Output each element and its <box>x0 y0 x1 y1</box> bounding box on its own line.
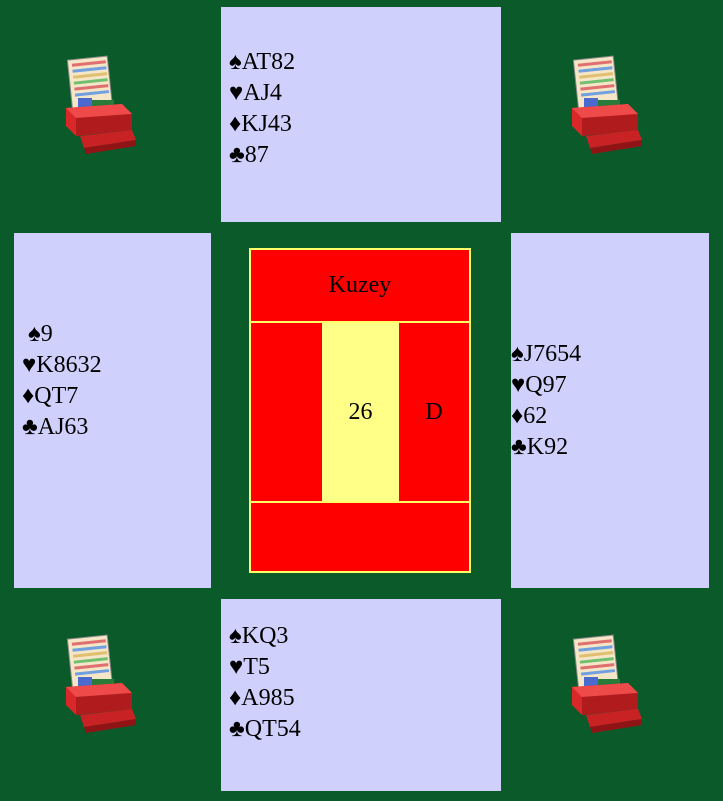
bidding-box-icon <box>56 627 140 737</box>
spade-icon: ♠ <box>511 339 524 370</box>
west-hearts: K8632 <box>36 352 101 378</box>
north-spades-row: ♠AT82 <box>229 47 295 78</box>
dealer-marker: D <box>399 323 469 501</box>
west-diamonds: QT7 <box>34 383 78 409</box>
south-hand: ♠KQ3 ♥T5 ♦A985 ♣QT54 <box>229 621 301 745</box>
south-spades-row: ♠KQ3 <box>229 621 301 652</box>
bidding-box-icon <box>562 48 646 158</box>
club-icon: ♣ <box>22 412 38 443</box>
east-hearts: Q97 <box>525 372 566 398</box>
south-hand-panel: ♠KQ3 ♥T5 ♦A985 ♣QT54 <box>221 599 501 791</box>
east-spades-row: ♠J7654 <box>511 339 581 370</box>
west-diamonds-row: ♦QT7 <box>22 381 102 412</box>
west-vulnerability-zone <box>251 323 322 501</box>
heart-icon: ♥ <box>229 652 243 683</box>
east-diamonds-row: ♦62 <box>511 401 581 432</box>
bidding-box-icon <box>562 627 646 737</box>
south-hearts-row: ♥T5 <box>229 652 301 683</box>
west-spades: 9 <box>41 321 53 347</box>
east-clubs-row: ♣K92 <box>511 432 581 463</box>
west-spades-row: ♠9 <box>22 319 102 350</box>
south-clubs: QT54 <box>245 716 301 742</box>
north-hearts: AJ4 <box>243 80 282 106</box>
north-clubs: 87 <box>245 142 269 168</box>
diamond-icon: ♦ <box>22 381 34 412</box>
west-clubs: AJ63 <box>38 414 89 440</box>
south-spades: KQ3 <box>242 623 289 649</box>
east-hand-panel: ♠J7654 ♥Q97 ♦62 ♣K92 <box>511 233 709 588</box>
heart-icon: ♥ <box>511 370 525 401</box>
south-diamonds: A985 <box>241 685 294 711</box>
board-indicator: Kuzey 26 D <box>249 248 471 573</box>
heart-icon: ♥ <box>22 350 36 381</box>
north-spades: AT82 <box>242 49 295 75</box>
diamond-icon: ♦ <box>229 109 241 140</box>
west-hearts-row: ♥K8632 <box>22 350 102 381</box>
south-hearts: T5 <box>243 654 270 680</box>
north-hearts-row: ♥AJ4 <box>229 78 295 109</box>
spade-icon: ♠ <box>28 319 41 350</box>
south-vulnerability-zone <box>251 501 469 573</box>
spade-icon: ♠ <box>229 47 242 78</box>
club-icon: ♣ <box>511 432 527 463</box>
north-clubs-row: ♣87 <box>229 140 295 171</box>
north-diamonds-row: ♦KJ43 <box>229 109 295 140</box>
club-icon: ♣ <box>229 140 245 171</box>
east-diamonds: 62 <box>523 403 547 429</box>
west-hand-panel: ♠9 ♥K8632 ♦QT7 ♣AJ63 <box>14 233 211 588</box>
north-hand-panel: ♠AT82 ♥AJ4 ♦KJ43 ♣87 <box>221 7 501 222</box>
north-diamonds: KJ43 <box>241 111 292 137</box>
spade-icon: ♠ <box>229 621 242 652</box>
diamond-icon: ♦ <box>229 683 241 714</box>
west-hand: ♠9 ♥K8632 ♦QT7 ♣AJ63 <box>22 319 102 443</box>
bidding-box-icon <box>56 48 140 158</box>
south-clubs-row: ♣QT54 <box>229 714 301 745</box>
east-hearts-row: ♥Q97 <box>511 370 581 401</box>
west-clubs-row: ♣AJ63 <box>22 412 102 443</box>
south-diamonds-row: ♦A985 <box>229 683 301 714</box>
east-clubs: K92 <box>527 434 568 460</box>
board-number: 26 <box>322 323 399 501</box>
north-hand: ♠AT82 ♥AJ4 ♦KJ43 ♣87 <box>229 47 295 171</box>
dealer-name-label: Kuzey <box>251 250 469 323</box>
diamond-icon: ♦ <box>511 401 523 432</box>
club-icon: ♣ <box>229 714 245 745</box>
heart-icon: ♥ <box>229 78 243 109</box>
east-spades: J7654 <box>524 341 581 367</box>
east-hand: ♠J7654 ♥Q97 ♦62 ♣K92 <box>511 339 581 463</box>
